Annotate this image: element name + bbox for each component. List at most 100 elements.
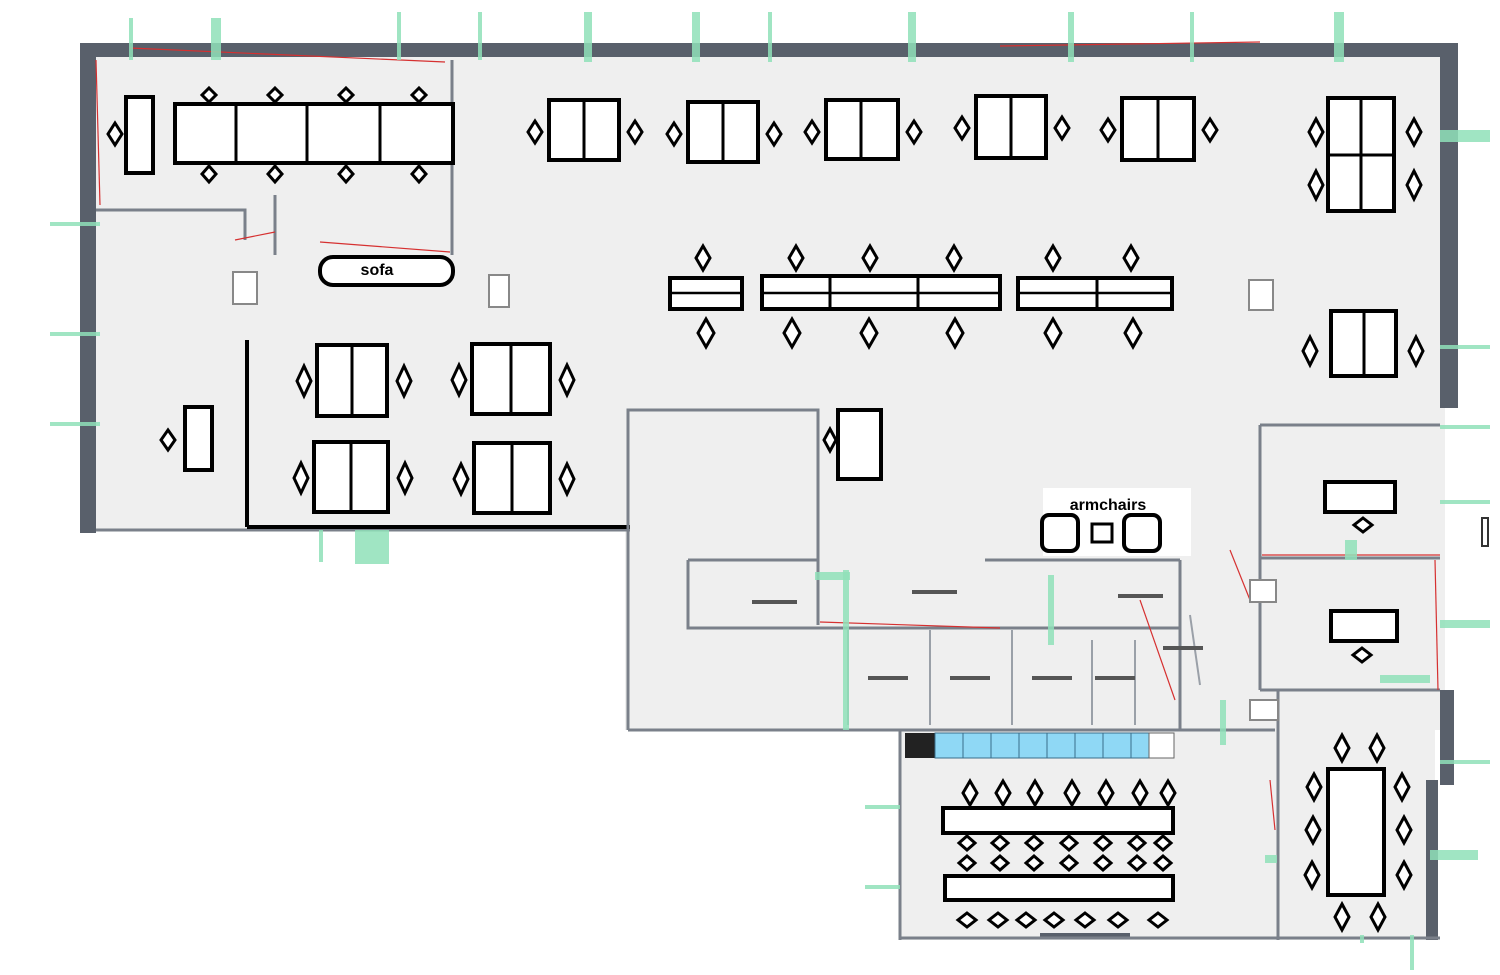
desk bbox=[943, 874, 1175, 902]
chair bbox=[1146, 911, 1170, 929]
chair bbox=[961, 778, 979, 808]
chair bbox=[199, 85, 219, 105]
chair bbox=[1369, 900, 1387, 934]
chair bbox=[1393, 770, 1411, 804]
chair bbox=[410, 163, 428, 185]
chair bbox=[1126, 854, 1148, 872]
chair bbox=[1123, 315, 1143, 351]
furniture-layer bbox=[124, 94, 1399, 902]
chair bbox=[1395, 858, 1413, 892]
sofa-label: sofa bbox=[361, 262, 394, 279]
floor-area bbox=[95, 55, 1445, 940]
chair bbox=[1058, 854, 1080, 872]
chair bbox=[955, 911, 979, 929]
desk bbox=[173, 102, 455, 165]
desk bbox=[1329, 609, 1399, 643]
chair bbox=[336, 85, 356, 105]
glass-partition bbox=[905, 732, 1175, 759]
chair bbox=[1014, 911, 1038, 929]
chair bbox=[989, 854, 1011, 872]
chair bbox=[1307, 167, 1325, 203]
chair bbox=[1026, 778, 1044, 808]
chair bbox=[986, 911, 1010, 929]
chair bbox=[1106, 911, 1130, 929]
chair bbox=[956, 834, 978, 852]
chair bbox=[452, 460, 470, 498]
chair bbox=[1301, 333, 1319, 369]
chair bbox=[1023, 834, 1045, 852]
chair bbox=[1305, 770, 1323, 804]
chair bbox=[1042, 911, 1066, 929]
chair bbox=[956, 854, 978, 872]
chair bbox=[787, 243, 805, 273]
chair bbox=[822, 425, 838, 455]
desk bbox=[1326, 767, 1386, 897]
chair bbox=[558, 361, 576, 399]
desk bbox=[836, 408, 883, 481]
chair bbox=[1092, 854, 1114, 872]
chair bbox=[1307, 115, 1325, 149]
chair bbox=[159, 427, 177, 453]
chair bbox=[782, 315, 802, 351]
chair bbox=[266, 163, 284, 185]
chair bbox=[106, 120, 124, 148]
chair bbox=[1043, 315, 1063, 351]
red-markings bbox=[95, 41, 1440, 831]
chair bbox=[861, 243, 879, 273]
chair bbox=[1201, 116, 1219, 144]
chair bbox=[337, 163, 355, 185]
chair bbox=[1023, 854, 1045, 872]
desk bbox=[183, 405, 214, 472]
chair bbox=[1131, 778, 1149, 808]
side-table bbox=[1090, 522, 1114, 544]
chair bbox=[450, 361, 468, 399]
chair bbox=[765, 120, 783, 148]
chair bbox=[1368, 731, 1386, 765]
chair bbox=[1063, 778, 1081, 808]
chair bbox=[696, 315, 716, 351]
chair bbox=[558, 460, 576, 498]
chair bbox=[395, 362, 413, 400]
chair bbox=[526, 118, 544, 146]
chair bbox=[295, 362, 313, 400]
armchairs-group: armchairs bbox=[1040, 488, 1191, 556]
chair bbox=[1350, 646, 1374, 664]
chair bbox=[1058, 834, 1080, 852]
chair bbox=[200, 163, 218, 185]
chair bbox=[953, 114, 971, 142]
chair bbox=[1044, 243, 1062, 273]
chair bbox=[1304, 813, 1322, 847]
chair bbox=[1073, 911, 1097, 929]
chair bbox=[1407, 333, 1425, 369]
chair bbox=[859, 315, 879, 351]
chair bbox=[1122, 243, 1140, 273]
desk bbox=[124, 95, 155, 175]
chair bbox=[292, 459, 310, 497]
chair bbox=[409, 85, 429, 105]
chair bbox=[1351, 516, 1375, 534]
interior-walls bbox=[96, 60, 1440, 940]
chair bbox=[665, 120, 683, 148]
chair bbox=[1405, 115, 1423, 149]
chair bbox=[1395, 813, 1413, 847]
chair bbox=[989, 834, 1011, 852]
chair bbox=[803, 118, 821, 146]
chair bbox=[626, 118, 644, 146]
chair bbox=[945, 315, 965, 351]
sofa: sofa bbox=[318, 255, 455, 287]
chair bbox=[1333, 900, 1351, 934]
chair bbox=[994, 778, 1012, 808]
armchairs-label: armchairs bbox=[1070, 497, 1147, 514]
chair bbox=[1126, 834, 1148, 852]
chair bbox=[1303, 858, 1321, 892]
chair bbox=[1099, 116, 1117, 144]
armchair bbox=[1040, 513, 1080, 553]
chair bbox=[396, 459, 414, 497]
columns bbox=[232, 271, 1489, 721]
chair bbox=[1405, 167, 1423, 203]
desk bbox=[941, 806, 1175, 835]
chairs-layer bbox=[106, 85, 1425, 934]
chair bbox=[1333, 731, 1351, 765]
chair bbox=[1097, 778, 1115, 808]
